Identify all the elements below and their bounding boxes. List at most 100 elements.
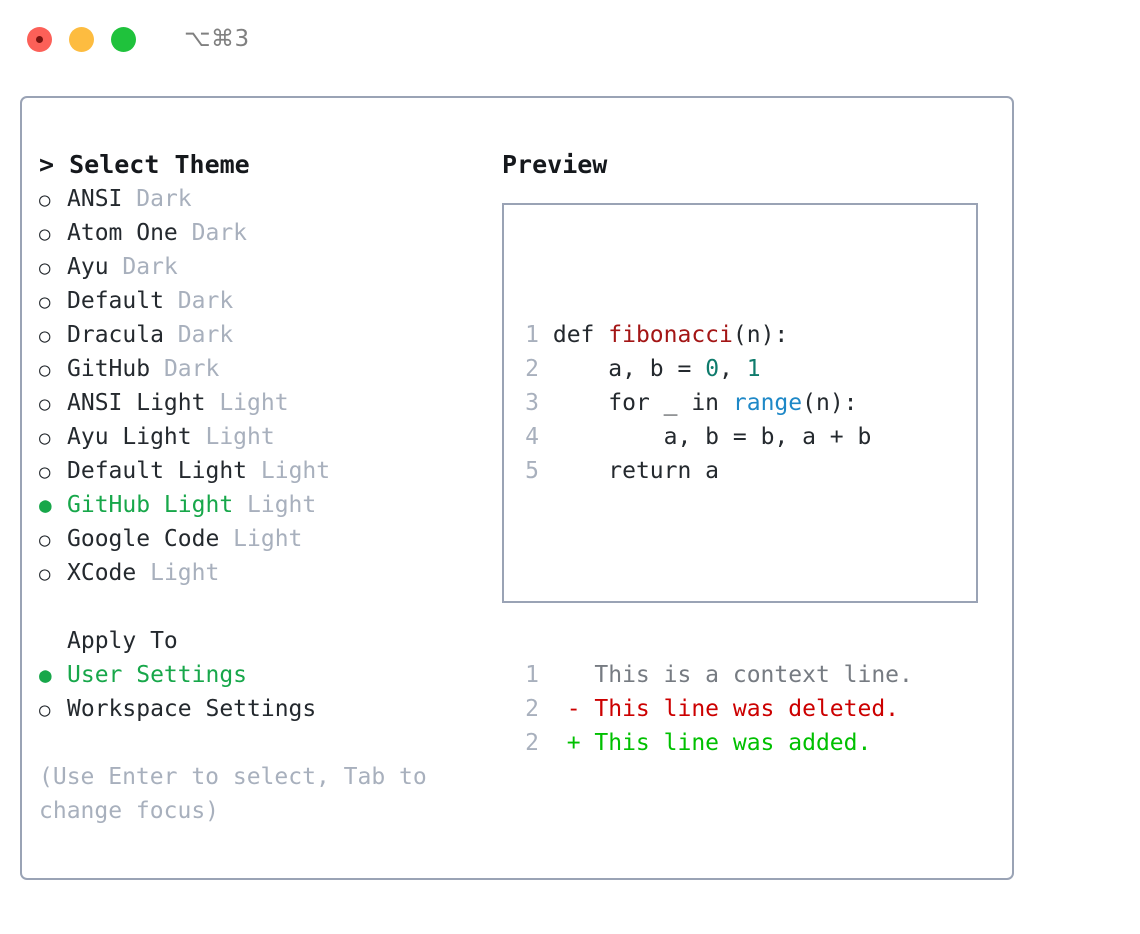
code-token: for _ in [552,390,733,416]
theme-option-variant: Dark [122,254,178,280]
apply-to-option-label: User Settings [67,662,248,688]
preview-column: Preview 1 def fibonacci(n):2 a, b = 0, 1… [502,148,997,756]
theme-option-variant: Dark [177,322,234,348]
code-line: 2 a, b = 0, 1 [523,352,970,386]
line-number: 2 [525,730,539,756]
theme-option-label: Dracula [67,322,178,348]
radio-unselected-icon: ○ [39,223,51,245]
theme-option-variant: Light [233,526,303,552]
line-number: 1 [525,662,539,688]
section-spacer [39,590,499,624]
theme-option-default[interactable]: ○ Default Dark [39,284,499,318]
keyboard-hint: (Use Enter to select, Tab to change focu… [39,764,441,824]
close-button[interactable] [27,26,52,52]
code-token: a, b = b, a + b [552,424,872,450]
theme-option-ayu-light[interactable]: ○Ayu Light Light [39,420,499,454]
theme-option-default-light[interactable]: ○ Default Light Light [39,454,499,488]
line-number: 3 [525,390,539,416]
maximize-button[interactable] [111,26,136,52]
theme-option-variant: Dark [191,220,248,246]
radio-unselected-icon: ○ [39,393,51,415]
diff-line: 1 This is a context line. [523,658,970,692]
diff-text: - This line was deleted. [539,696,900,722]
theme-option-label: GitHub Light [67,492,248,518]
theme-option-label: XCode [67,560,151,586]
theme-option-variant: Light [205,424,275,450]
code-token: return a [552,458,720,484]
theme-option-variant: Dark [163,356,220,382]
apply-to-option-user-settings[interactable]: ● User Settings [39,658,499,692]
apply-to-option-list: ● User Settings ○ Workspace Settings [39,658,499,726]
radio-unselected-icon: ○ [39,461,51,483]
theme-option-label: Default [67,288,178,314]
theme-option-atom-one[interactable]: ○Atom One Dark [39,216,499,250]
title-bar: ⌥⌘3 [0,0,1140,78]
code-token: 0 [705,356,720,382]
code-line: 1 def fibonacci(n): [523,318,970,352]
theme-option-ayu[interactable]: ○ Ayu Dark [39,250,499,284]
theme-option-variant: Light [260,458,331,484]
theme-option-label: Ayu [67,254,123,280]
diff-spacer [523,556,970,590]
theme-option-variant: Dark [177,288,234,314]
radio-unselected-icon: ○ [39,257,51,279]
radio-selected-icon: ● [39,493,52,517]
traffic-light-controls [27,26,136,52]
preview-heading: Preview [502,150,608,179]
diff-sample: 1 This is a context line.2 - This line w… [523,658,970,760]
radio-unselected-icon: ○ [39,189,51,211]
code-gutter-space [539,322,553,348]
radio-unselected-icon: ○ [39,359,51,381]
theme-option-variant: Light [150,560,220,586]
apply-to-option-label: Workspace Settings [67,696,317,722]
theme-option-github[interactable]: ○GitHub Dark [39,352,499,386]
theme-option-google-code[interactable]: ○Google Code Light [39,522,499,556]
line-number: 2 [525,356,539,382]
line-number: 1 [525,322,539,348]
line-number: 2 [525,696,539,722]
code-gutter-space [539,458,553,484]
code-token: 1 [746,356,761,382]
theme-option-variant: Light [247,492,317,518]
code-token: range [732,390,803,416]
theme-option-ansi-light[interactable]: ○ ANSI Light Light [39,386,499,420]
theme-option-label: ANSI [67,186,137,212]
radio-unselected-icon: ○ [39,529,51,551]
code-token: (n): [802,390,858,416]
theme-option-label: Ayu Light [67,424,206,450]
apply-to-heading: Apply To [67,628,178,654]
theme-option-list: ○ANSI Dark○Atom One Dark○Ayu Dark○Defaul… [39,182,499,590]
code-token: fibonacci [608,322,733,348]
diff-text: + This line was added. [539,730,872,756]
diff-text: This is a context line. [539,662,913,688]
minimize-button[interactable] [69,26,94,52]
code-gutter-space [539,424,553,450]
code-token: , [719,356,747,382]
theme-option-ansi[interactable]: ○ANSI Dark [39,182,499,216]
radio-unselected-icon: ○ [39,563,51,585]
main-panel: > Select Theme ○ANSI Dark○Atom One Dark○… [20,96,1014,880]
select-theme-heading: > Select Theme [39,150,250,179]
radio-selected-icon: ● [39,663,52,687]
apply-to-option-workspace-settings[interactable]: ○ Workspace Settings [39,692,499,726]
code-line: 3 for _ in range(n): [523,386,970,420]
code-line: 4 a, b = b, a + b [523,420,970,454]
window-title: ⌥⌘3 [184,26,250,52]
diff-line: 2 + This line was added. [523,726,970,760]
code-gutter-space [539,356,553,382]
theme-option-github-light[interactable]: ● GitHub Light Light [39,488,499,522]
theme-option-label: ANSI Light [67,390,220,416]
theme-option-dracula[interactable]: ○ Dracula Dark [39,318,499,352]
radio-unselected-icon: ○ [39,291,51,313]
radio-unselected-icon: ○ [39,325,51,347]
theme-option-xcode[interactable]: ○ XCode Light [39,556,499,590]
radio-unselected-icon: ○ [39,699,51,721]
code-token: def [552,322,609,348]
code-gutter-space [539,390,553,416]
code-token: (n): [732,322,789,348]
theme-option-variant: Light [219,390,289,416]
theme-option-label: Default Light [67,458,261,484]
